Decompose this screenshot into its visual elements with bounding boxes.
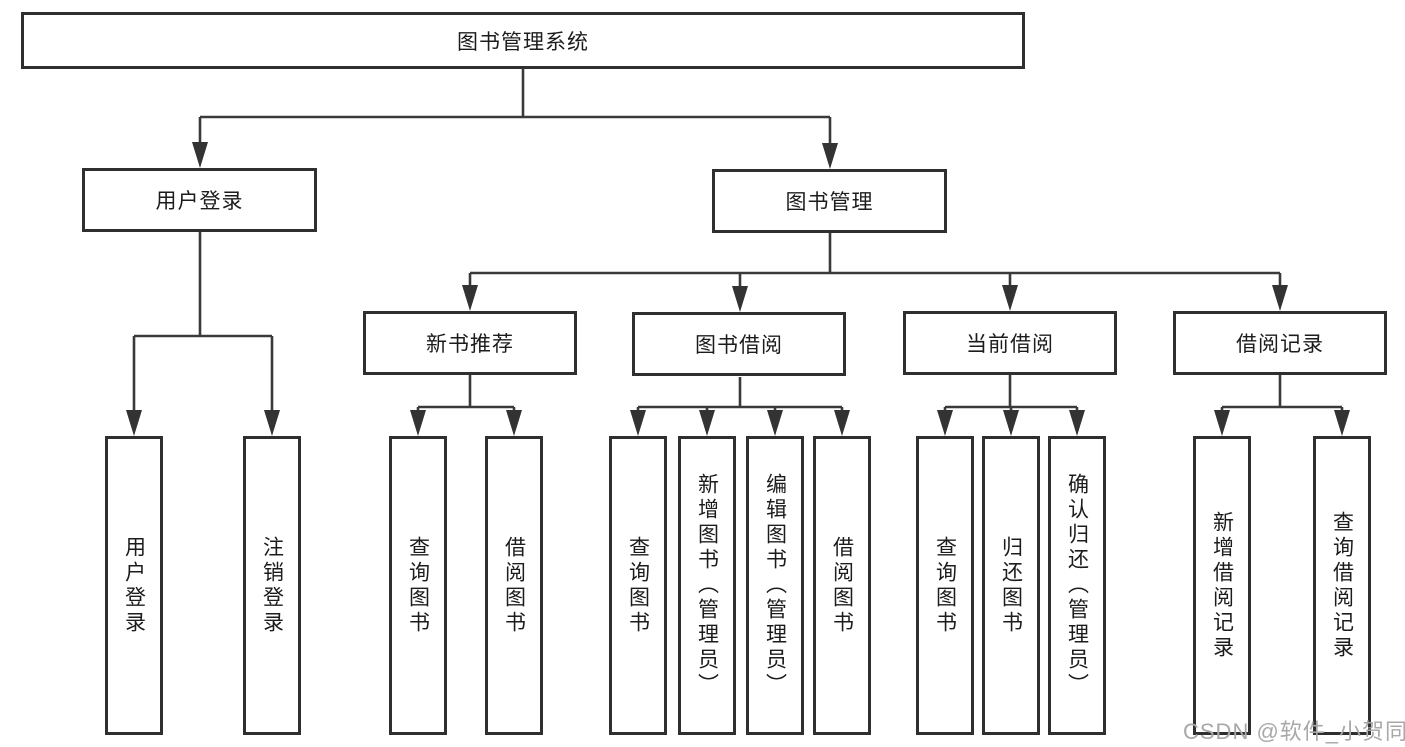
leaf-label: 借阅图书	[830, 535, 854, 636]
leaf-label: 编辑图书（管理员）	[763, 473, 787, 698]
leaf-label: 新增借阅记录	[1210, 510, 1234, 661]
node-root-label: 图书管理系统	[457, 30, 589, 54]
leaf-label: 用户登录	[122, 535, 146, 636]
leaf-label: 查询图书	[626, 535, 650, 636]
leaf-label: 查询图书	[406, 535, 430, 636]
csdn-watermark: CSDN @软件_小贺同学	[1183, 719, 1405, 744]
leaf-borrow-edit-books-admin: 编辑图书（管理员）	[746, 436, 804, 735]
arrowhead-icons	[126, 142, 1350, 436]
leaf-borrow-borrow-books: 借阅图书	[813, 436, 871, 735]
node-current-borrow: 当前借阅	[903, 311, 1117, 375]
leaf-label: 归还图书	[999, 535, 1023, 636]
node-book-management: 图书管理	[712, 169, 947, 233]
leaf-label: 查询图书	[933, 535, 957, 636]
node-label: 图书管理	[785, 191, 874, 214]
leaf-current-query-books: 查询图书	[916, 436, 974, 735]
node-label: 借阅记录	[1236, 333, 1324, 356]
node-label: 用户登录	[155, 190, 244, 213]
node-label: 新书推荐	[426, 333, 514, 356]
leaf-logout: 注销登录	[243, 436, 301, 735]
node-book-borrow: 图书借阅	[632, 312, 846, 376]
node-root-system: 图书管理系统	[21, 12, 1025, 69]
leaf-record-add-borrow-record: 新增借阅记录	[1193, 436, 1251, 735]
node-user-login: 用户登录	[82, 168, 317, 232]
node-label: 图书借阅	[695, 334, 783, 357]
leaf-label: 注销登录	[260, 535, 284, 636]
node-new-book-recommend: 新书推荐	[363, 311, 577, 375]
leaf-record-query-borrow-record: 查询借阅记录	[1313, 436, 1371, 735]
leaf-newbook-query-books: 查询图书	[389, 436, 447, 735]
node-label: 当前借阅	[966, 333, 1054, 356]
leaf-borrow-query-books: 查询图书	[609, 436, 667, 735]
leaf-newbook-borrow-books: 借阅图书	[485, 436, 543, 735]
leaf-label: 新增图书（管理员）	[695, 473, 719, 698]
leaf-label: 确认归还（管理员）	[1065, 473, 1089, 698]
node-borrow-record: 借阅记录	[1173, 311, 1387, 375]
leaf-borrow-add-books-admin: 新增图书（管理员）	[678, 436, 736, 735]
leaf-current-confirm-return-admin: 确认归还（管理员）	[1048, 436, 1106, 735]
leaf-user-login: 用户登录	[105, 436, 163, 735]
leaf-label: 查询借阅记录	[1330, 510, 1354, 661]
leaf-current-return-books: 归还图书	[982, 436, 1040, 735]
leaf-label: 借阅图书	[502, 535, 526, 636]
